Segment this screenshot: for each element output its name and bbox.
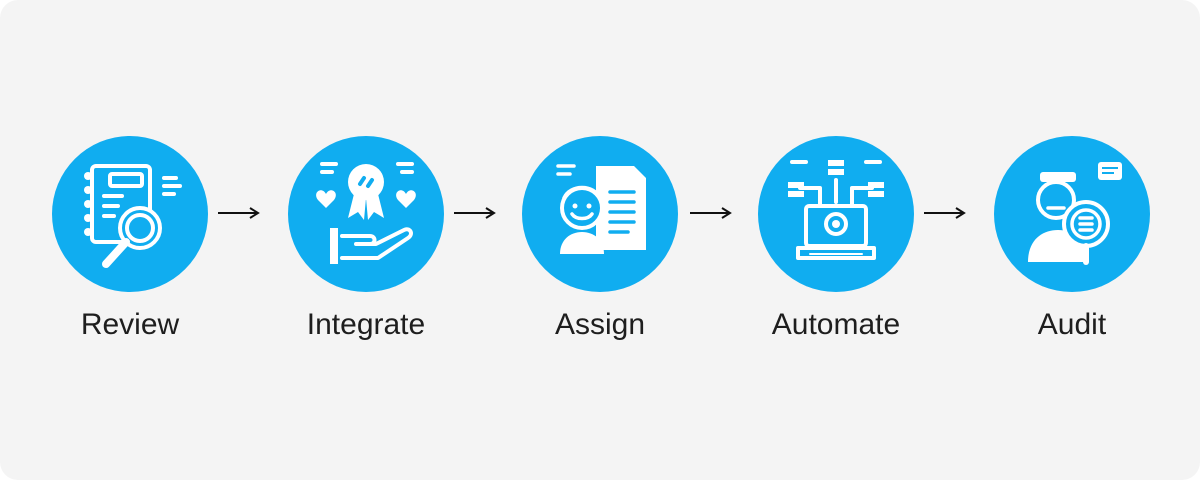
- step-label: Review: [80, 308, 180, 341]
- laptop-gear-network-icon: [758, 136, 914, 292]
- notebook-magnifier-icon: [52, 136, 208, 292]
- step-label: Automate: [771, 308, 901, 341]
- hand-badge-icon: [288, 136, 444, 292]
- arrow-right-icon: [690, 207, 732, 219]
- step-label: Assign: [554, 308, 646, 341]
- inspector-magnifier-icon: [994, 136, 1150, 292]
- person-documents-icon: [522, 136, 678, 292]
- step-label: Audit: [1037, 308, 1107, 341]
- arrow-right-icon: [218, 207, 260, 219]
- step-label: Integrate: [306, 308, 426, 341]
- arrow-right-icon: [924, 207, 966, 219]
- arrow-right-icon: [454, 207, 496, 219]
